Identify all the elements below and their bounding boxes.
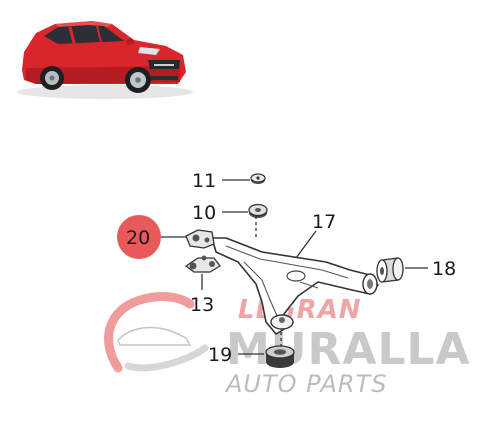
watermark-line3: AUTO PARTS	[224, 370, 387, 398]
callout-18: 18	[432, 258, 456, 280]
part-20-bracket	[185, 229, 215, 249]
callout-17: 17	[312, 211, 336, 233]
watermark-swoosh-red	[104, 292, 195, 373]
watermark-line2: MURALLA	[226, 324, 471, 375]
part-18-bushing	[376, 257, 404, 283]
part-10-washer	[248, 203, 268, 218]
callout-19: 19	[208, 344, 232, 366]
callout-20: 20	[126, 227, 150, 249]
watermark-car-icon	[117, 326, 192, 346]
control-arm	[211, 237, 379, 335]
watermark: LEGRAN MURALLA AUTO PARTS	[104, 292, 471, 398]
part-19-bushing	[265, 345, 295, 368]
car-thumbnail	[17, 21, 193, 99]
leader-lines	[160, 179, 428, 355]
callout-11: 11	[192, 170, 216, 192]
part-11-nut	[250, 173, 266, 184]
watermark-swoosh-gray	[124, 344, 209, 372]
watermark-line1: LEGRAN	[238, 295, 362, 325]
part-13-bracket-plate	[184, 255, 221, 273]
callout-13: 13	[190, 294, 214, 316]
callout-10: 10	[192, 202, 216, 224]
callout-20-highlight	[117, 215, 161, 259]
